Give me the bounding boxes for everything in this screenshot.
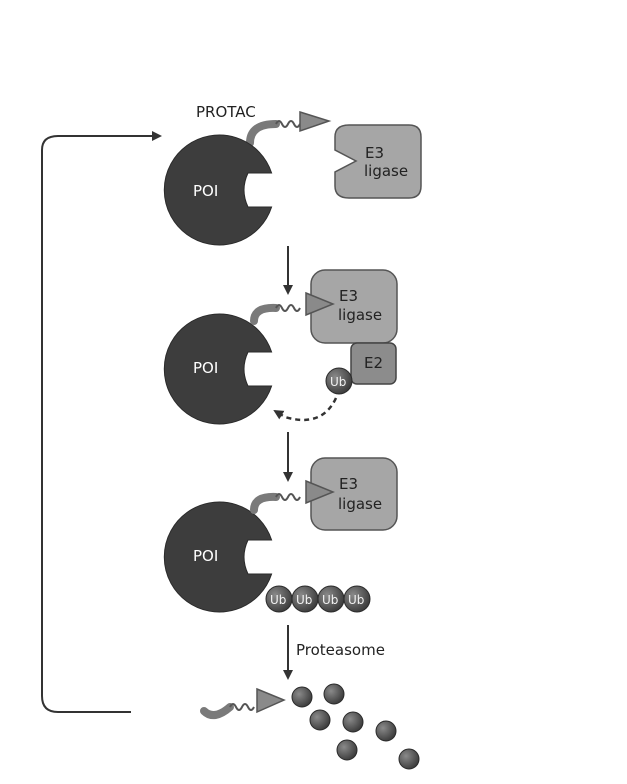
protac-label: PROTAC — [196, 103, 256, 121]
recycling-loop-arrow — [41, 131, 162, 713]
e3-label-line2: ligase — [338, 495, 382, 513]
proteasome-label: Proteasome — [296, 641, 385, 659]
protac-linker — [229, 703, 255, 711]
released-protac — [200, 687, 286, 720]
protac-poi-ligand — [200, 703, 234, 720]
peptide-fragment — [309, 709, 331, 731]
polyubiquitin-chain: Ub Ub Ub Ub — [265, 585, 371, 613]
poi-label: POI — [193, 547, 218, 565]
e3-ligase — [334, 124, 422, 199]
protac-poi-ligand — [250, 492, 280, 514]
peptide-fragment — [398, 748, 420, 770]
peptide-fragment — [336, 739, 358, 761]
protac-linker — [275, 493, 301, 501]
protac-poi-ligand — [246, 120, 280, 147]
protac-molecule — [250, 291, 335, 325]
protac-e3-ligand — [256, 687, 286, 714]
e3-label-line1: E3 — [339, 475, 358, 493]
ubiquitin — [325, 367, 353, 395]
ubiquitin-label: Ub — [296, 593, 312, 607]
protac-molecule — [250, 479, 335, 514]
peptide-fragment — [375, 720, 397, 742]
poi-label: POI — [193, 359, 218, 377]
e3-label-line1: E3 — [365, 144, 384, 162]
peptide-fragment — [342, 711, 364, 733]
e3-label-line2: ligase — [338, 306, 382, 324]
e3-label-line1: E3 — [339, 287, 358, 305]
peptide-fragment — [291, 686, 313, 708]
peptide-fragment — [323, 683, 345, 705]
stage-4-degradation — [200, 683, 420, 770]
protac-e3-ligand — [299, 110, 332, 133]
degraded-fragments — [291, 683, 420, 770]
poi-protein — [163, 501, 273, 613]
e2-label: E2 — [364, 354, 383, 372]
ubiquitin-label: Ub — [270, 593, 286, 607]
protac-linker — [275, 120, 301, 128]
ubiquitin-transfer-arrow — [273, 397, 338, 422]
protac-linker — [275, 304, 301, 312]
poi-protein — [163, 134, 273, 246]
ubiquitin-label: Ub — [322, 593, 338, 607]
ubiquitin-label: Ub — [348, 593, 364, 607]
stage-3-polyubiquitinated-poi: E3 ligase POI Ub Ub Ub Ub — [163, 457, 398, 613]
poi-protein — [163, 313, 273, 425]
protac-poi-ligand — [250, 303, 280, 325]
stage-1-protac-binding: PROTAC POI E3 ligase — [163, 103, 422, 246]
e3-label-line2: ligase — [364, 162, 408, 180]
poi-label: POI — [193, 182, 218, 200]
stage-2-ternary-complex: E3 ligase E2 POI Ub — [163, 269, 398, 425]
protac-e3-ligand — [305, 479, 335, 505]
ubiquitin — [343, 585, 371, 613]
protac-molecule — [246, 110, 332, 147]
protac-e3-ligand — [305, 291, 335, 317]
ubiquitin-label: Ub — [330, 375, 346, 389]
e2-enzyme — [350, 342, 397, 385]
